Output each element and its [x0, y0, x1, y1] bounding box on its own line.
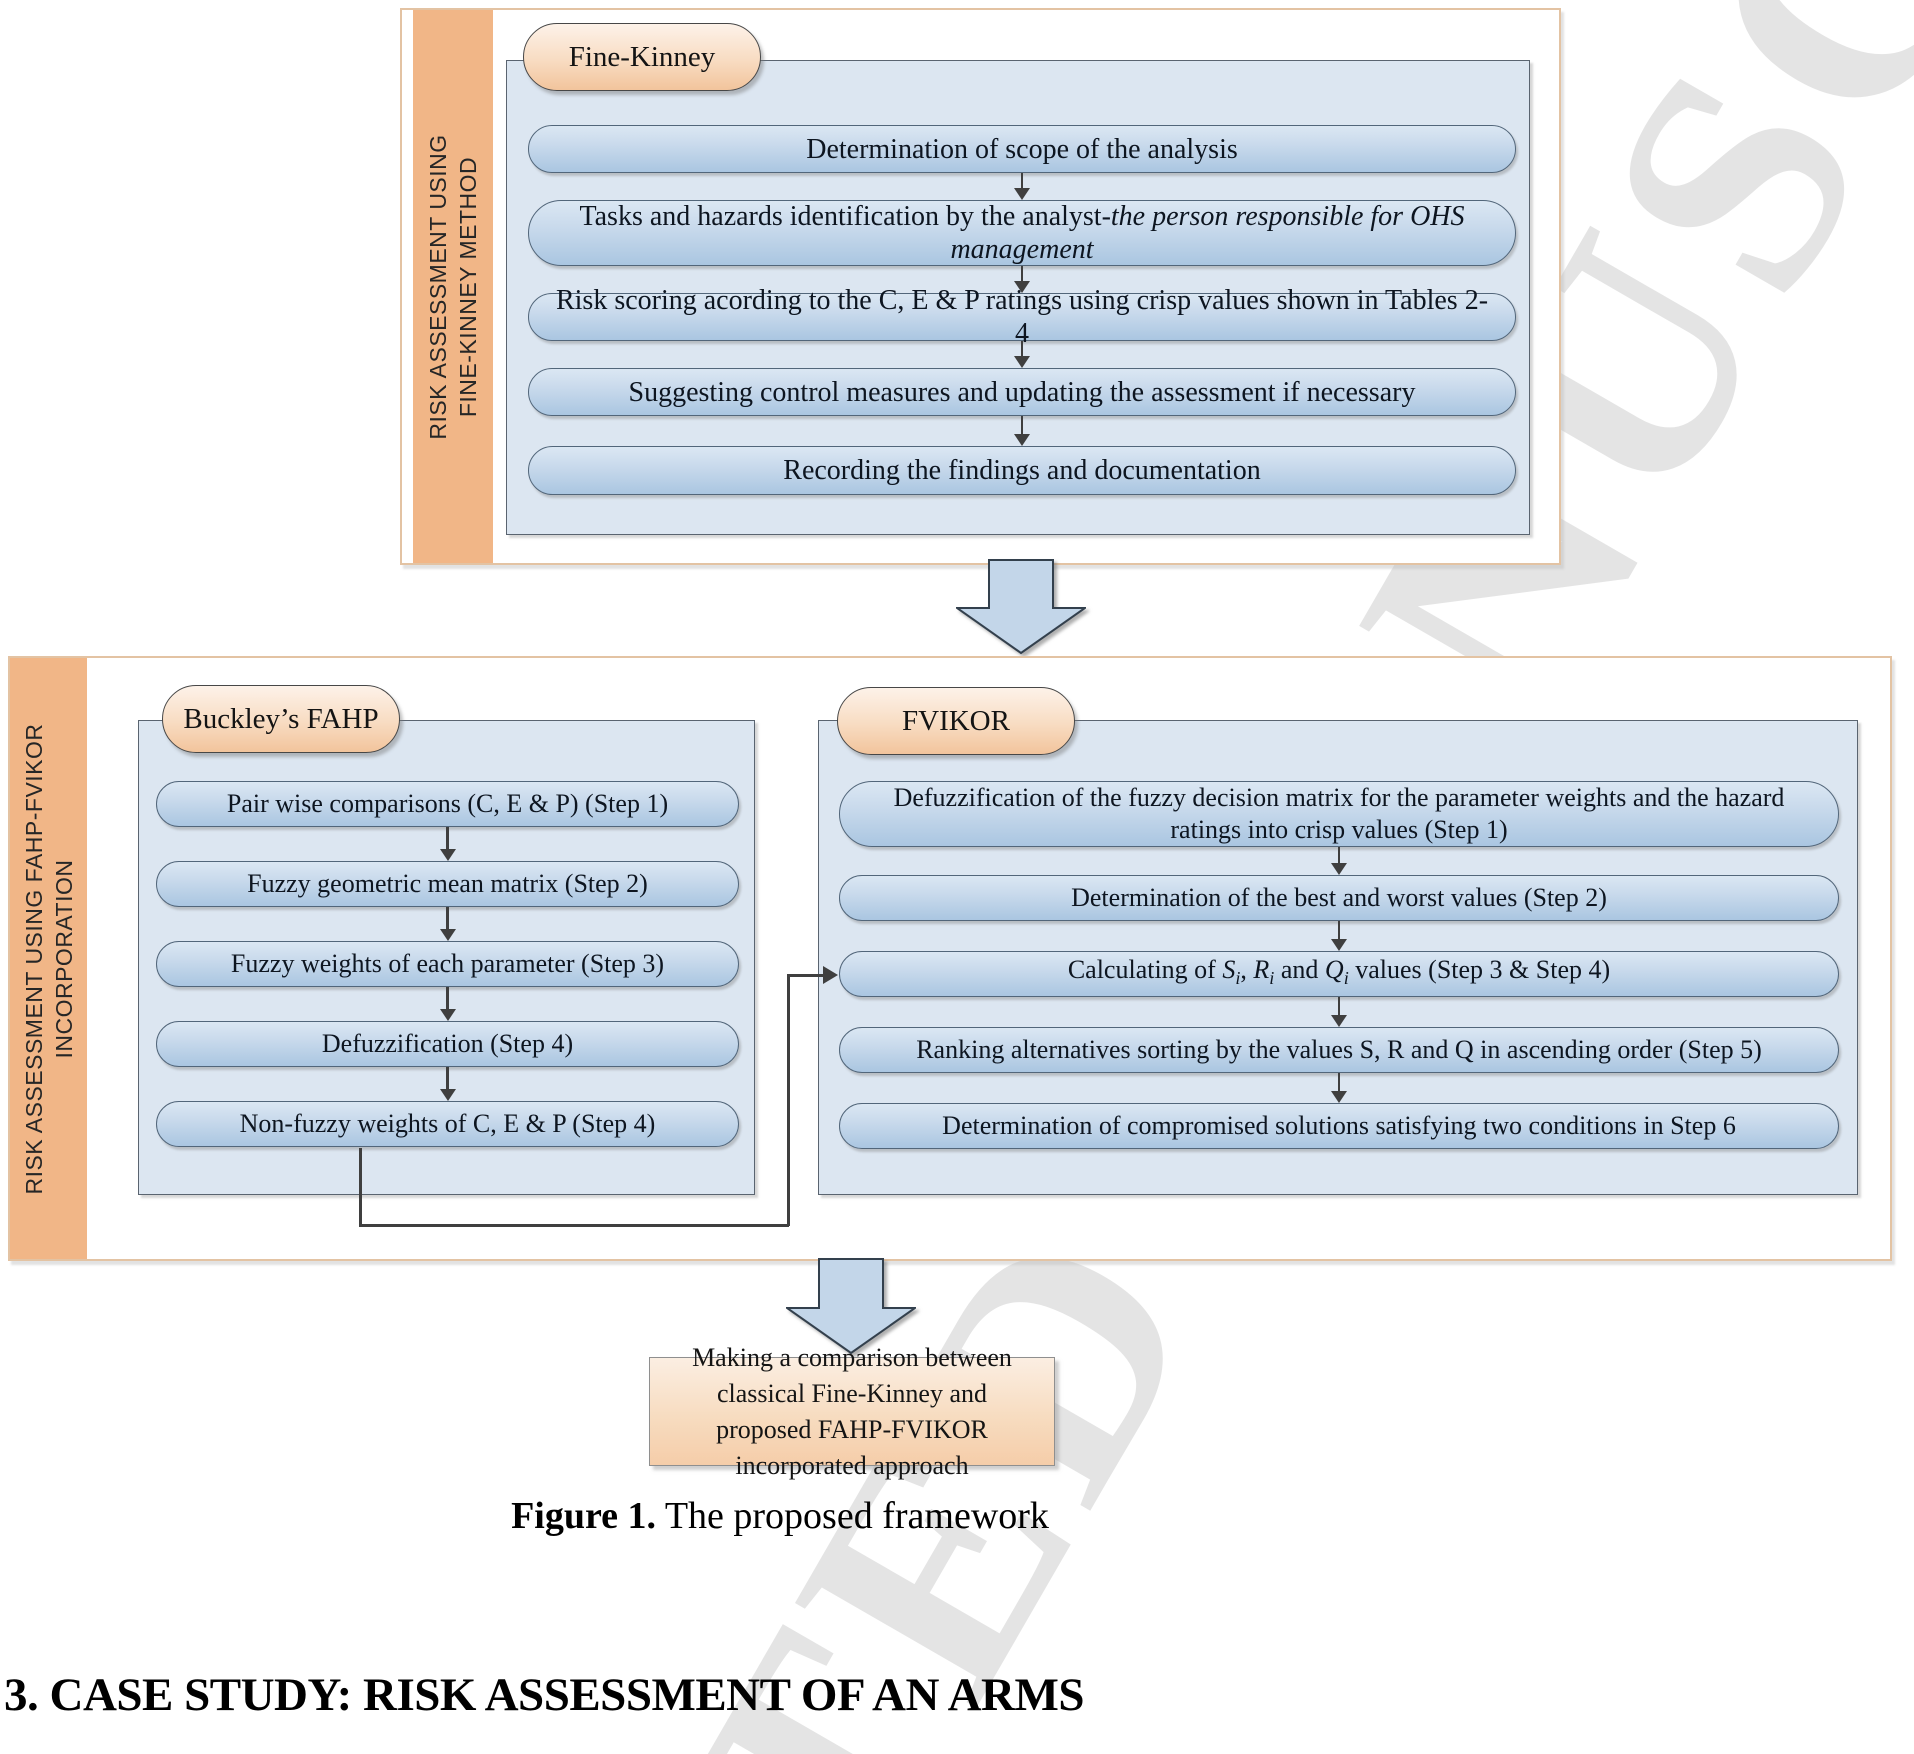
- sidebar-label-line1: RISK ASSESSMENT USING FAHP-FVIKOR: [20, 722, 47, 1195]
- section-heading: 3. CASE STUDY: RISK ASSESSMENT OF AN ARM…: [4, 1669, 1084, 1721]
- result-line1: Making a comparison between classical Fi…: [692, 1342, 1012, 1408]
- buckleys-fahp-tag: Buckley’s FAHP: [162, 685, 400, 753]
- fvikor-flow-panel: Defuzzification of the fuzzy decision ma…: [818, 720, 1858, 1195]
- sidebar-label-line2: FINE-KINNEY METHOD: [455, 156, 481, 417]
- fine-kinney-tag: Fine-Kinney: [523, 23, 761, 91]
- flow-step-control-measures: Suggesting control measures and updating…: [528, 368, 1516, 416]
- fine-kinney-sidebar-label: RISK ASSESSMENT USING FINE-KINNEY METHOD: [423, 134, 483, 439]
- fine-kinney-panel: RISK ASSESSMENT USING FINE-KINNEY METHOD…: [400, 8, 1561, 565]
- flow-step-compromised-solutions: Determination of compromised solutions s…: [839, 1103, 1839, 1149]
- flow-step-defuzz-matrix: Defuzzification of the fuzzy decision ma…: [839, 781, 1839, 847]
- flow-step-risk-scoring: Risk scoring acording to the C, E & P ra…: [528, 285, 1516, 349]
- figure-caption-text: The proposed framework: [656, 1495, 1049, 1537]
- flow-step-nonfuzzy-weights: Non-fuzzy weights of C, E & P (Step 4): [156, 1101, 739, 1147]
- flow-step-best-worst: Determination of the best and worst valu…: [839, 875, 1839, 921]
- figure-caption-label: Figure 1.: [511, 1495, 657, 1537]
- fahp-fvikor-sidebar: RISK ASSESSMENT USING FAHP-FVIKOR INCORP…: [10, 658, 87, 1259]
- fvikor-tag: FVIKOR: [837, 687, 1075, 755]
- figure-caption: Figure 1. The proposed framework: [200, 1494, 1360, 1538]
- flow-step-geometric-mean: Fuzzy geometric mean matrix (Step 2): [156, 861, 739, 907]
- big-down-arrow-icon: [783, 1258, 919, 1360]
- connector-arrowhead-icon: [823, 966, 838, 984]
- fine-kinney-sidebar: RISK ASSESSMENT USING FINE-KINNEY METHOD: [413, 10, 493, 563]
- flow-step-pairwise: Pair wise comparisons (C, E & P) (Step 1…: [156, 781, 739, 827]
- sidebar-label-line1: RISK ASSESSMENT USING: [425, 133, 451, 440]
- result-line2: proposed FAHP-FVIKOR incorporated approa…: [716, 1414, 988, 1480]
- flow-step-recording: Recording the findings and documentation: [528, 446, 1516, 495]
- fine-kinney-flow-panel: Determination of scope of the analysis T…: [506, 60, 1530, 535]
- fahp-flow-panel: Pair wise comparisons (C, E & P) (Step 1…: [138, 720, 755, 1195]
- flow-step-calculating-srq: Calculating of Si, Ri and Qi values (Ste…: [839, 951, 1839, 997]
- flow-step-fuzzy-weights: Fuzzy weights of each parameter (Step 3): [156, 941, 739, 987]
- flow-step-ranking: Ranking alternatives sorting by the valu…: [839, 1027, 1839, 1073]
- flow-step-defuzzification: Defuzzification (Step 4): [156, 1021, 739, 1067]
- sidebar-label-line2: INCORPORATION: [50, 858, 77, 1059]
- fahp-fvikor-panel: RISK ASSESSMENT USING FAHP-FVIKOR INCORP…: [8, 656, 1892, 1261]
- comparison-result-box: Making a comparison between classical Fi…: [649, 1343, 1055, 1480]
- flow-step-tasks-hazards: Tasks and hazards identification by the …: [528, 200, 1516, 266]
- big-down-arrow-icon: [953, 559, 1089, 660]
- flow-step-scope: Determination of scope of the analysis: [528, 125, 1516, 173]
- fahp-fvikor-sidebar-label: RISK ASSESSMENT USING FAHP-FVIKOR INCORP…: [19, 723, 79, 1194]
